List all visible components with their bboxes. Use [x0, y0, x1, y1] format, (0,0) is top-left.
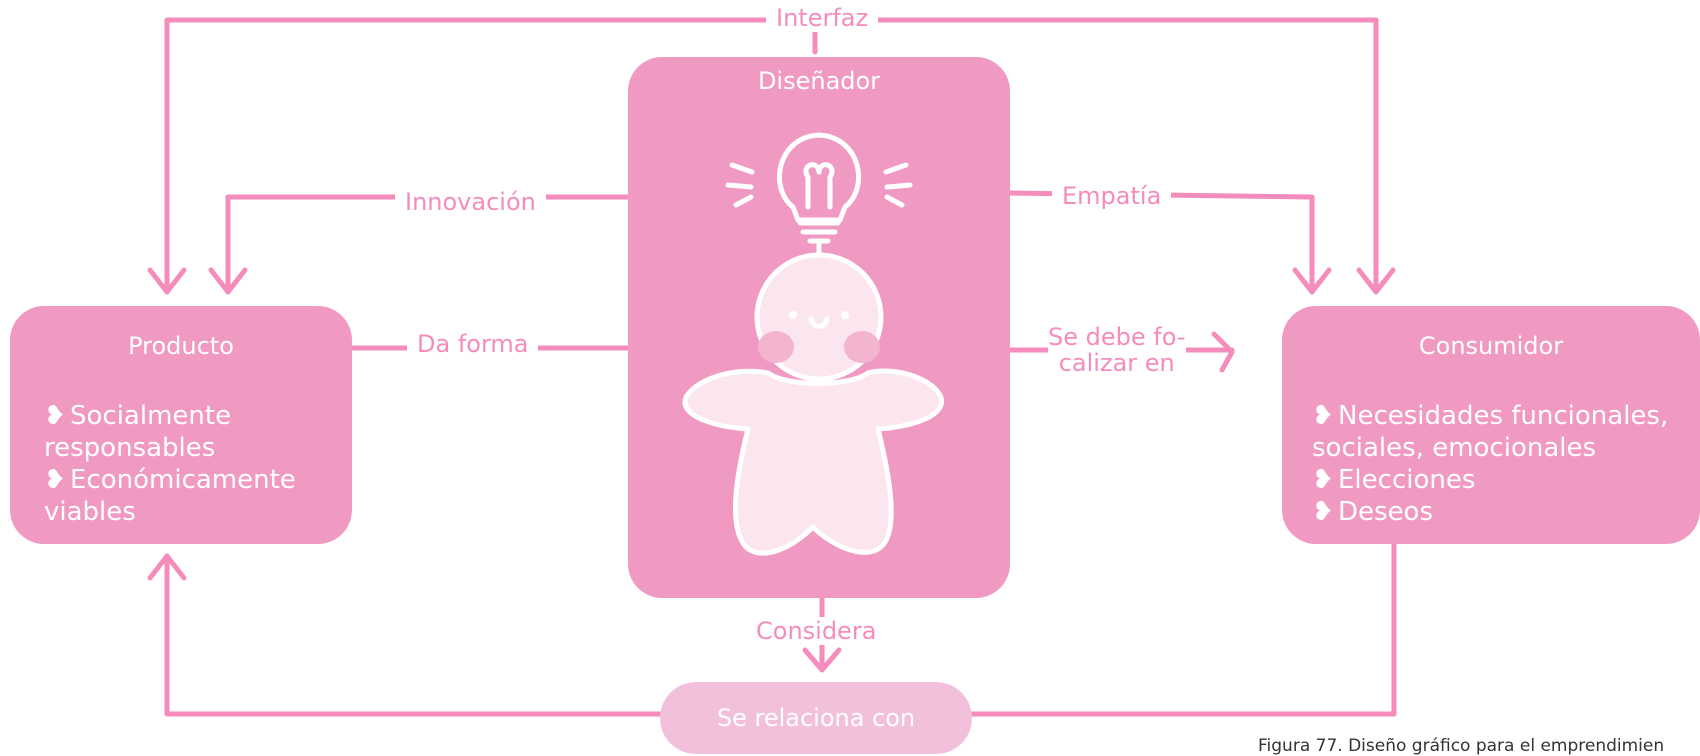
consumidor-bullet-item: ❥Elecciones — [1312, 464, 1692, 496]
disenador-box: Diseñador — [628, 57, 1010, 598]
consumidor-title: Consumidor — [1282, 332, 1700, 360]
arrow-bullet-icon: ❥ — [44, 400, 70, 432]
producto-bullet-item: ❥Socialmente responsables — [44, 400, 344, 464]
se-debe-label: Se debe fo- calizar en — [1048, 324, 1186, 376]
considera-label: Considera — [746, 617, 886, 645]
empatia-label: Empatía — [1052, 182, 1171, 210]
arrow-bullet-icon: ❥ — [44, 464, 70, 496]
figure-caption: Figura 77. Diseño gráfico para el empren… — [1258, 736, 1664, 756]
consumidor-bullet-item: ❥Necesidades funcionales, sociales, emoc… — [1312, 400, 1692, 464]
innovacion-label: Innovación — [395, 188, 546, 216]
producto-bullet-item: ❥Económicamente viables — [44, 464, 344, 528]
arrow-bullet-icon: ❥ — [1312, 464, 1338, 496]
producto-box: Producto ❥Socialmente responsables ❥Econ… — [10, 306, 352, 544]
arrow-bullet-icon: ❥ — [1312, 496, 1338, 528]
producto-title: Producto — [10, 332, 352, 360]
interfaz-label: Interfaz — [766, 4, 878, 32]
lightbulb-character-illustration — [628, 57, 1010, 598]
consumidor-box: Consumidor ❥Necesidades funcionales, soc… — [1282, 306, 1700, 544]
bottom-connector-right — [972, 544, 1394, 714]
bottom-connector-left — [167, 560, 660, 714]
se-relaciona-con-node: Se relaciona con — [660, 682, 972, 754]
consumidor-bullet-list: ❥Necesidades funcionales, sociales, emoc… — [1312, 400, 1692, 528]
arrow-bullet-icon: ❥ — [1312, 400, 1338, 432]
da-forma-label: Da forma — [407, 330, 538, 358]
consumidor-bullet-item: ❥Deseos — [1312, 496, 1692, 528]
producto-bullet-list: ❥Socialmente responsables ❥Económicament… — [44, 400, 344, 528]
